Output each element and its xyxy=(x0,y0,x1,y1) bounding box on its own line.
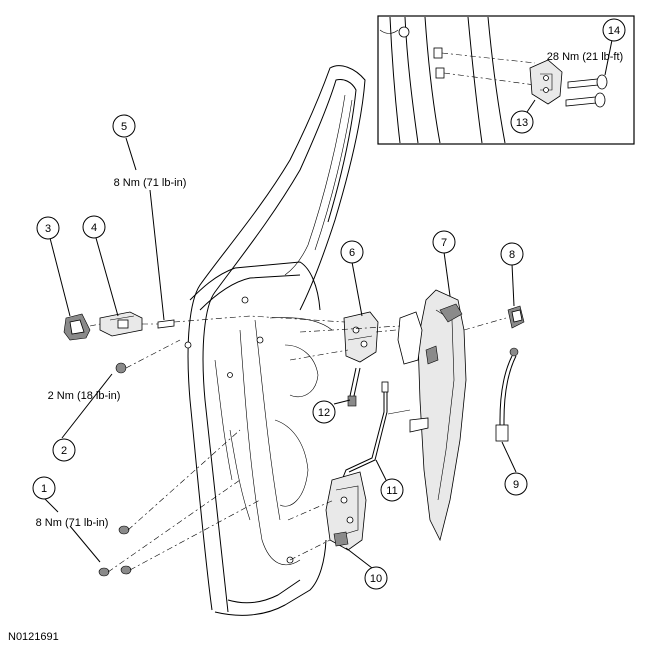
callout-1: 1 8 Nm (71 lb-in) xyxy=(32,476,109,529)
alignment-lines xyxy=(89,315,507,573)
part-1-bolts xyxy=(98,525,132,577)
callout-7: 7 xyxy=(432,230,456,254)
part-7-inner-handle-assembly xyxy=(387,289,467,542)
torque-spec: 28 Nm (21 lb-ft) xyxy=(547,51,623,63)
callout-leaders xyxy=(43,137,517,569)
callout-number: 7 xyxy=(441,237,447,249)
part-11-rod xyxy=(339,381,389,486)
callout-number: 5 xyxy=(121,121,127,133)
callout-8: 8 xyxy=(500,242,524,266)
striker-detail-inset xyxy=(377,15,635,145)
callout-number: 10 xyxy=(370,573,382,585)
callout-number: 4 xyxy=(91,222,97,234)
callout-number: 6 xyxy=(349,247,355,259)
part-9-cable xyxy=(495,347,519,442)
part-12-rod xyxy=(347,367,361,407)
callout-number: 11 xyxy=(386,485,397,497)
callout-10: 10 xyxy=(364,566,388,590)
callout-3: 3 xyxy=(36,216,60,240)
callout-number: 14 xyxy=(608,25,620,37)
callout-number: 2 xyxy=(61,445,67,457)
door-frame xyxy=(184,65,366,616)
part-5-bolt xyxy=(157,319,175,329)
callout-number: 8 xyxy=(509,249,515,261)
torque-spec: 8 Nm (71 lb-in) xyxy=(36,517,109,529)
torque-spec: 8 Nm (71 lb-in) xyxy=(114,177,187,189)
callout-5: 5 8 Nm (71 lb-in) xyxy=(112,114,187,189)
part-2-nut xyxy=(115,362,127,374)
callout-12: 12 xyxy=(312,400,336,424)
part-10-latch xyxy=(325,471,367,551)
callout-2: 2 2 Nm (18 lb-in) xyxy=(48,390,121,462)
part-6-latch xyxy=(343,311,379,363)
part-3-cap xyxy=(63,313,91,341)
part-8-switch xyxy=(507,305,525,329)
callout-14: 14 28 Nm (21 lb-ft) xyxy=(547,18,626,63)
callout-11: 11 xyxy=(380,478,404,502)
callout-6: 6 xyxy=(340,240,364,264)
callout-9: 9 xyxy=(504,472,528,496)
callout-number: 9 xyxy=(513,479,519,491)
part-4-handle-cover xyxy=(99,311,143,337)
callout-number: 13 xyxy=(516,117,528,129)
callout-number: 12 xyxy=(318,407,330,419)
callout-number: 1 xyxy=(41,483,47,495)
torque-spec: 2 Nm (18 lb-in) xyxy=(48,390,121,402)
callout-4: 4 xyxy=(82,215,106,239)
figure-id: N0121691 xyxy=(8,631,59,643)
callout-number: 3 xyxy=(45,223,51,235)
callout-13: 13 xyxy=(510,110,534,134)
